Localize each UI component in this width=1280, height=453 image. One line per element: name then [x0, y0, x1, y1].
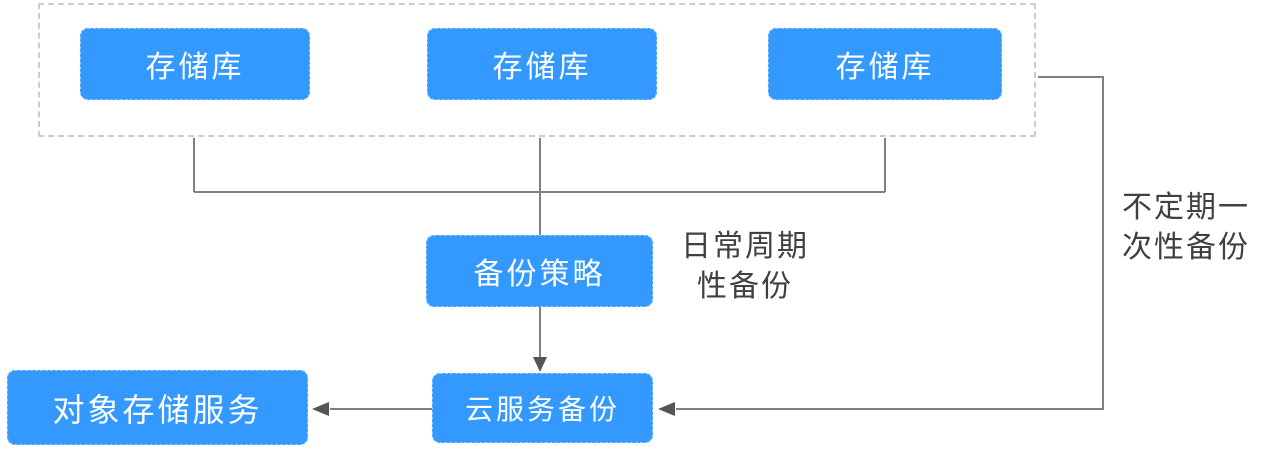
vault-box-1: 存储库 — [80, 28, 310, 100]
periodic-backup-annotation-line2: 性备份 — [697, 269, 793, 304]
vault-label: 存储库 — [145, 50, 245, 85]
arrowhead-left-icon — [658, 402, 675, 416]
backup-policy-box: 备份策略 — [426, 235, 653, 307]
cloud-server-backup-label: 云服务备份 — [464, 393, 620, 426]
vault-label: 存储库 — [835, 50, 935, 85]
backup-policy-label: 备份策略 — [473, 257, 606, 292]
cloud-server-backup-box: 云服务备份 — [432, 373, 653, 443]
vault-label: 存储库 — [492, 50, 592, 85]
periodic-backup-annotation-line1: 日常周期 — [681, 229, 809, 264]
vault-box-2: 存储库 — [427, 28, 657, 100]
arrowhead-down-icon — [533, 357, 547, 372]
arrowhead-left-icon — [312, 402, 329, 416]
adhoc-backup-annotation-line2: 次性备份 — [1122, 230, 1250, 265]
object-storage-box: 对象存储服务 — [7, 370, 308, 445]
vault-box-3: 存储库 — [768, 28, 1002, 100]
adhoc-backup-annotation-line1: 不定期一 — [1122, 190, 1250, 225]
periodic-backup-annotation: 日常周期 性备份 — [670, 227, 820, 307]
adhoc-backup-annotation: 不定期一 次性备份 — [1122, 188, 1262, 268]
object-storage-label: 对象存储服务 — [52, 390, 263, 429]
